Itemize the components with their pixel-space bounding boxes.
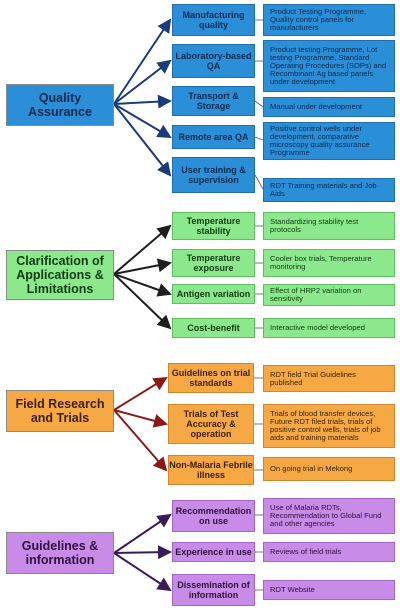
- detail-connectors: [254, 19, 264, 591]
- antigen-variation-box: Antigen variation: [172, 284, 255, 304]
- temperature-stability-detail: Standardizing stability test protocols: [263, 212, 395, 240]
- remote-area-qa-detail: Positive control wells under development…: [263, 122, 395, 160]
- guidelines-arrows: [113, 513, 172, 592]
- trials-accuracy-detail: Trials of blood transfer devices, Future…: [263, 404, 395, 448]
- temperature-stability-box: Temperature stability: [172, 212, 255, 240]
- remote-area-qa-box: Remote area QA: [172, 125, 255, 149]
- cost-benefit-detail: Interactive model developed: [263, 318, 395, 338]
- user-training-box: User training & supervision: [172, 157, 255, 193]
- temperature-exposure-box: Temperature exposure: [172, 249, 255, 277]
- qa-arrows: [113, 18, 172, 177]
- quality-assurance-box: Quality Assurance: [6, 84, 114, 126]
- clarification-box: Clarification of Applications & Limitati…: [6, 250, 114, 300]
- recommendation-box: Recommendation on use: [172, 500, 255, 532]
- antigen-variation-detail: Effect of HRP2 variation on sensitivity: [263, 284, 395, 306]
- field-research-box: Field Research and Trials: [6, 390, 114, 432]
- transport-storage-box: Transport & Storage: [172, 86, 255, 116]
- clarification-arrows: [113, 224, 172, 330]
- temperature-exposure-detail: Cooler box trials, Temperature monitorin…: [263, 249, 395, 277]
- trials-accuracy-box: Trials of Test Accuracy & operation: [168, 404, 254, 444]
- manufacturing-quality-detail: Product Testing Programme, Quality contr…: [263, 4, 395, 36]
- dissemination-detail: RDT Website: [263, 580, 395, 600]
- dissemination-box: Dissemination of information: [172, 574, 255, 606]
- user-training-detail: RDT Training materials and Job Aids: [263, 178, 395, 202]
- experience-box: Experience in use: [172, 542, 255, 562]
- non-malaria-detail: On going trial in Mekong: [263, 457, 395, 481]
- field-arrows: [113, 376, 168, 472]
- experience-detail: Reviews of field trials: [263, 542, 395, 562]
- non-malaria-box: Non-Malaria Febrile illness: [168, 455, 254, 485]
- recommendation-detail: Use of Malaria RDTs, Recommendation to G…: [263, 498, 395, 534]
- laboratory-qa-detail: Product testing Programme, Lot testing P…: [263, 40, 395, 92]
- guidelines-trial-box: Guidelines on trial standards: [168, 363, 254, 393]
- cost-benefit-box: Cost-benefit: [172, 318, 255, 338]
- transport-storage-detail: Manual under development: [263, 97, 395, 117]
- laboratory-qa-box: Laboratory-based QA: [172, 44, 255, 78]
- manufacturing-quality-box: Manufacturing quality: [172, 4, 255, 36]
- guidelines-box: Guidelines & information: [6, 532, 114, 574]
- guidelines-trial-detail: RDT field Trial Guidelines published: [263, 365, 395, 392]
